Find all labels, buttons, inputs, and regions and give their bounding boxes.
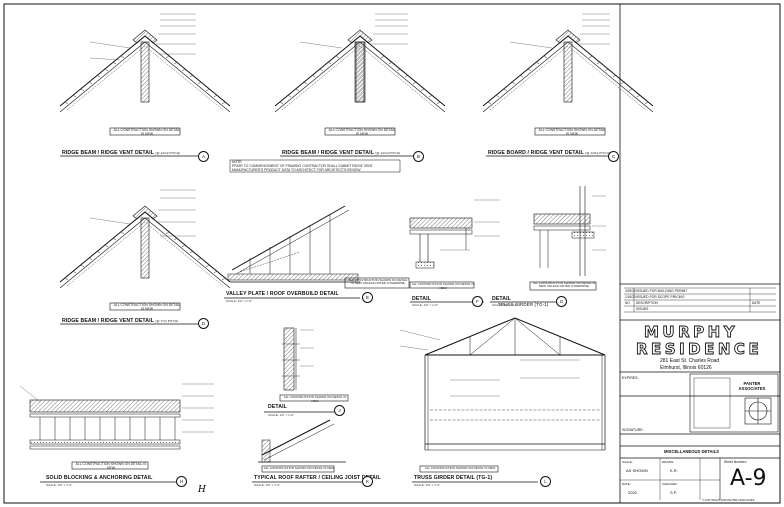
project-name-line-1: MURPHY xyxy=(644,323,739,342)
detail-l-graphic xyxy=(424,317,606,451)
scale-label: SCALE: xyxy=(622,460,633,464)
firm-name: PANTER ASSOCIATES xyxy=(738,381,766,391)
detail-d-note: ALL CONSTRUCTION SHOWN ON DETAIL IS NEW xyxy=(113,303,181,311)
general-note: NOTE:PRIOR TO COMMENCEMENT OF FRAMING CO… xyxy=(232,160,373,172)
detail-k-title: TYPICAL ROOF RAFTER / CEILING JOIST DETA… xyxy=(254,475,381,481)
detail-e-graphic xyxy=(227,205,360,283)
project-address-2: Elmhurst, Illinois 60126 xyxy=(660,365,712,371)
detail-k-tag: K xyxy=(362,476,373,487)
detail-l-scale: SCALE: 1/4" = 1'-0" xyxy=(414,483,441,487)
sheet-number-label: Sheet Number: xyxy=(724,460,747,464)
scale-value: AS SHOWN xyxy=(626,468,648,473)
detail-j-title: DETAIL xyxy=(268,404,287,410)
detail-g-note: ALL CONSTRUCTION SHOWN ON DETAIL IS NEW … xyxy=(532,281,596,289)
detail-a-note: ALL CONSTRUCTION SHOWN ON DETAIL IS NEW xyxy=(113,128,181,136)
detail-c-tag: C xyxy=(608,151,619,162)
issue-row-1-date: 3/29/20 xyxy=(625,289,636,293)
detail-a-title: RIDGE BEAM / RIDGE VENT DETAIL (@ 12/12 … xyxy=(62,150,181,156)
date-label: DATE: xyxy=(622,482,631,486)
detail-f-note: ALL CONSTRUCTION SHOWN ON DETAIL IS NEW xyxy=(411,282,475,290)
detail-c-title: RIDGE BOARD / RIDGE VENT DETAIL (@ 12/12… xyxy=(488,150,610,156)
detail-e-scale: SCALE: 1/2" = 1'-0" xyxy=(226,299,253,303)
signature-label: SIGNATURE: xyxy=(622,428,644,432)
sheet-title: MISCELLANEOUS DETAILS xyxy=(664,449,720,454)
detail-g-title: DETAIL xyxy=(492,296,511,302)
date-value: 2020 xyxy=(628,490,637,495)
detail-g-graphic xyxy=(533,186,595,276)
project-name-line-2: RESIDENCE xyxy=(636,340,763,359)
detail-j-scale: SCALE: 1/2" = 1'-0" xyxy=(268,413,295,417)
firm-logo-mark xyxy=(744,397,772,425)
detail-f-graphic xyxy=(409,217,473,269)
detail-c-graphic xyxy=(482,29,654,113)
detail-e-tag: E xyxy=(362,292,373,303)
issue-row-2-date: 1/16/20 xyxy=(625,295,636,299)
detail-l-label: TRUSS GIRDER (TG-1) xyxy=(498,302,549,307)
detail-g-tag: G xyxy=(556,296,567,307)
issue-row-1-text: ISSUED FOR BUILDING PERMIT xyxy=(636,289,688,293)
detail-e-title: VALLEY PLATE / ROOF OVERBUILD DETAIL xyxy=(226,291,339,297)
detail-k-graphic xyxy=(258,419,346,463)
issues-header-description: DESCRIPTION xyxy=(636,301,658,305)
issues-header-date: DATE xyxy=(752,301,761,305)
project-address-1: 281 East St. Charles Road xyxy=(660,358,720,364)
detail-h-title: SOLID BLOCKING & ANCHORING DETAIL xyxy=(46,475,153,481)
detail-f-scale: SCALE: 1/2" = 1'-0" xyxy=(412,303,439,307)
detail-d-title: RIDGE BEAM / RIDGE VENT DETAIL (@ 7/12 P… xyxy=(62,318,179,324)
detail-l-note: ALL CONSTRUCTION SHOWN ON DETAIL IS NEW xyxy=(424,466,496,470)
detail-h-note: ALL CONSTRUCTION SHOWN ON DETAIL IS NEW xyxy=(75,462,147,470)
detail-a-tag: A xyxy=(198,151,209,162)
issues-label: ISSUES xyxy=(636,307,649,311)
drawn-value: K.R. xyxy=(670,468,678,473)
detail-k-scale: SCALE: 1/2" = 1'-0" xyxy=(254,483,281,487)
detail-c-note: ALL CONSTRUCTION SHOWN ON DETAIL IS NEW xyxy=(538,128,606,136)
detail-e-note: ALL CONSTRUCTION SHOWN ON DETAIL IS NEW … xyxy=(348,278,408,286)
expires-label: EXPIRES: xyxy=(622,376,639,380)
svg-text:H: H xyxy=(197,485,206,495)
detail-b-note: ALL CONSTRUCTION SHOWN ON DETAIL IS NEW xyxy=(328,128,396,136)
detail-l-title: TRUSS GIRDER DETAIL (TG-1) xyxy=(414,475,493,481)
sheet-number: A-9 xyxy=(730,466,767,491)
issues-header-no: NO xyxy=(625,301,630,305)
detail-f-title: DETAIL xyxy=(412,296,431,302)
checked-label: CHECKED: xyxy=(662,482,678,486)
issue-row-2-text: ISSUED FOR SCOPE PRICING xyxy=(636,295,685,299)
detail-b-tag: B xyxy=(413,151,424,162)
detail-d-tag: D xyxy=(198,318,209,329)
detail-a-graphic xyxy=(59,29,231,113)
checked-value: S.P. xyxy=(670,490,678,495)
detail-h-scale: SCALE: 1/2" = 1'-0" xyxy=(46,483,73,487)
detail-j-tag: J xyxy=(334,405,345,416)
detail-j-note: ALL CONSTRUCTION SHOWN ON DETAIL IS NEW xyxy=(283,395,347,403)
detail-l-tag: L xyxy=(540,476,551,487)
copyright: © COPYRIGHT 2020 PANTER ASSOCIATES xyxy=(702,499,755,502)
detail-f-tag: F xyxy=(472,296,483,307)
detail-b-title: RIDGE BEAM / RIDGE VENT DETAIL (@ 12/12 … xyxy=(282,150,401,156)
detail-k-note: ALL CONSTRUCTION SHOWN ON DETAIL IS NEW xyxy=(263,466,335,470)
drawn-label: DRAWN: xyxy=(662,460,675,464)
detail-j-graphic xyxy=(282,327,300,391)
detail-h-tag: H xyxy=(176,476,187,487)
detail-d-graphic xyxy=(59,205,231,289)
detail-g-scale: SCALE: 1/2" = 1'-0" xyxy=(492,303,519,307)
detail-h-graphic xyxy=(29,399,181,450)
